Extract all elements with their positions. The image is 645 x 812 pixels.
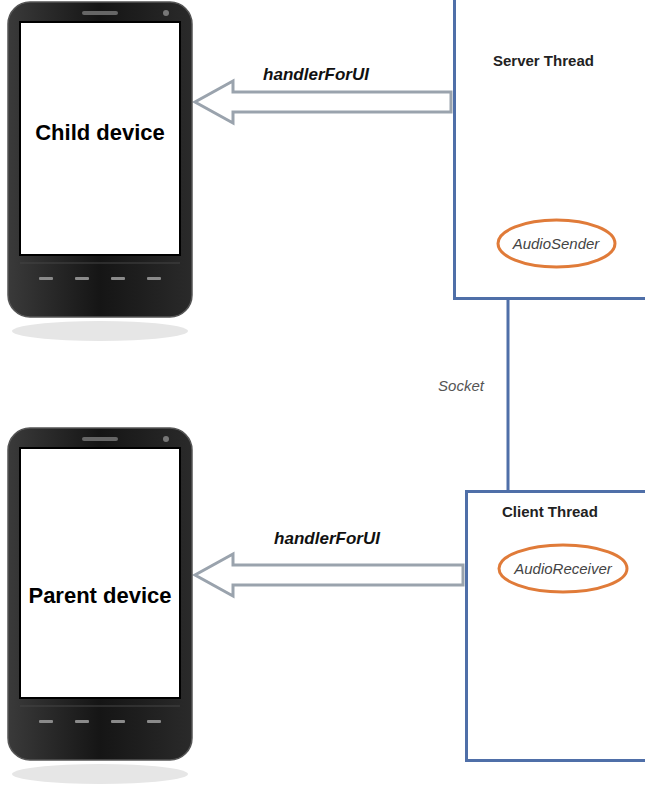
- phone-camera: [163, 10, 169, 16]
- handler-label: handlerForUI: [263, 65, 369, 85]
- phone-button-bar: [20, 263, 180, 264]
- ellipse-outline: [499, 545, 627, 592]
- thread-title: Server Thread: [493, 52, 594, 69]
- phone-speaker: [82, 437, 118, 441]
- phone-screen: [20, 448, 180, 698]
- phone-camera: [163, 436, 169, 442]
- ellipse-outline: [498, 220, 615, 267]
- phone-button-bar: [20, 706, 180, 707]
- phone-button: [39, 720, 53, 723]
- phone-button: [147, 277, 161, 280]
- phone-body: [8, 428, 192, 760]
- socket-label: Socket: [436, 377, 486, 394]
- socket-line: [507, 299, 510, 492]
- phone-button: [147, 720, 161, 723]
- phone-button: [111, 720, 125, 723]
- phone-reflection: [12, 764, 188, 784]
- phone-speaker: [82, 11, 118, 15]
- phone-button: [75, 277, 89, 280]
- phone-screen: [20, 22, 180, 255]
- device-label: Parent device: [28, 583, 171, 609]
- phone-body: [8, 2, 192, 317]
- phone-button: [75, 720, 89, 723]
- phone-illustration: [8, 2, 192, 347]
- component-label: AudioSender: [513, 235, 600, 252]
- hollow-arrow: [195, 81, 451, 123]
- thread-box: Client ThreadAudioReceiver: [465, 490, 645, 762]
- device-label: Child device: [35, 120, 165, 146]
- phone-reflection: [12, 321, 188, 341]
- component-label: AudioReceiver: [514, 560, 612, 577]
- component-ellipse: AudioReceiver: [497, 543, 629, 594]
- component-ellipse: AudioSender: [496, 218, 617, 269]
- phone-button: [39, 277, 53, 280]
- phone-device: Parent device: [8, 428, 192, 790]
- thread-box: Server ThreadAudioSender: [453, 0, 645, 300]
- handler-label: handlerForUI: [274, 529, 380, 549]
- thread-title: Client Thread: [502, 503, 598, 520]
- phone-button: [111, 277, 125, 280]
- hollow-arrow: [195, 554, 463, 596]
- phone-illustration: [8, 428, 192, 790]
- phone-device: Child device: [8, 2, 192, 347]
